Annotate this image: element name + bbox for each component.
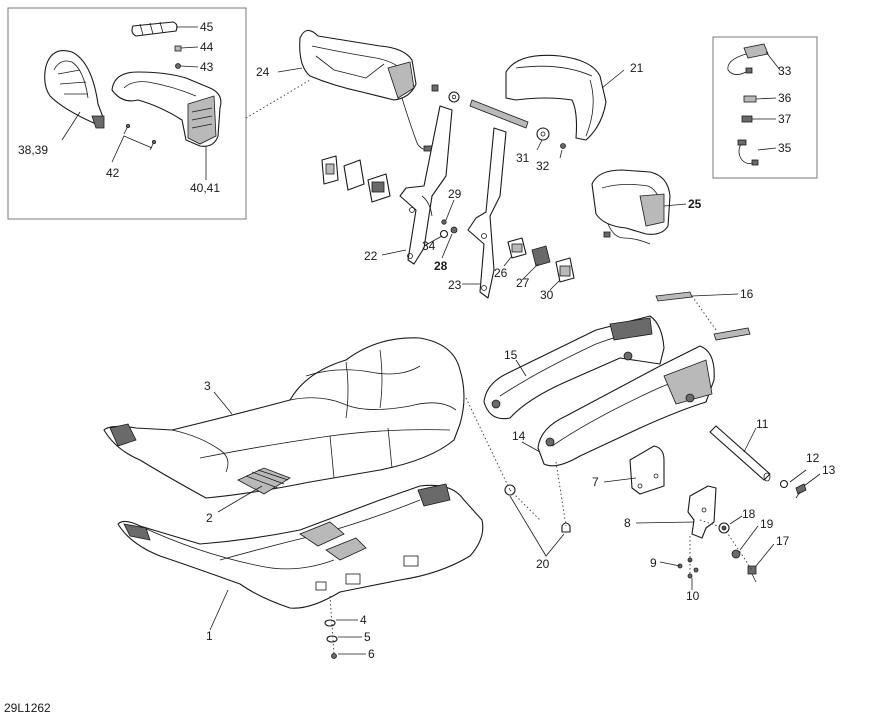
callout-20: 20 — [536, 557, 550, 571]
part-30-switch[interactable] — [555, 257, 575, 283]
callout-24: 24 — [256, 65, 270, 79]
callout-9: 9 — [650, 556, 657, 570]
part-28-nut[interactable] — [450, 226, 458, 234]
part-23-bracket[interactable] — [467, 127, 507, 299]
part-22-bracket[interactable] — [399, 105, 453, 265]
callout-34: 34 — [422, 239, 436, 253]
callout-29: 29 — [448, 187, 462, 201]
part-26-switch[interactable] — [507, 237, 527, 259]
callout-26: 26 — [494, 266, 508, 280]
wiring-inset-frame — [712, 36, 818, 179]
callout-43: 43 — [200, 60, 214, 74]
part-12-washer[interactable] — [779, 479, 789, 489]
part-37-connector[interactable] — [741, 115, 753, 123]
callout-19: 19 — [760, 517, 774, 531]
diagram-code: 29L1262 — [4, 701, 51, 715]
callout-42: 42 — [106, 166, 120, 180]
switch-group-left[interactable] — [321, 155, 391, 203]
part-8-bracket[interactable] — [687, 485, 717, 539]
callout-38-39: 38,39 — [18, 143, 48, 157]
part-43-screw[interactable] — [175, 63, 181, 69]
part-45-grip[interactable] — [131, 21, 178, 37]
part-21-backrest[interactable] — [505, 54, 607, 141]
callout-23: 23 — [448, 278, 462, 292]
callout-25: 25 — [688, 197, 702, 211]
part-17-bolt[interactable] — [747, 565, 757, 583]
part-31-washer[interactable] — [536, 127, 550, 141]
callout-31: 31 — [516, 151, 530, 165]
part-2-heat-pad[interactable] — [237, 467, 291, 495]
part-15-side-panel[interactable] — [483, 315, 665, 420]
callout-36: 36 — [778, 91, 792, 105]
callout-3: 3 — [204, 379, 211, 393]
part-9-screws[interactable] — [677, 557, 693, 569]
callout-14: 14 — [512, 429, 526, 443]
part-20-grommets[interactable] — [504, 484, 571, 533]
callout-21: 21 — [630, 61, 644, 75]
part-1-seat-base[interactable] — [117, 483, 484, 609]
callout-17: 17 — [776, 534, 790, 548]
bolt-near-24[interactable] — [431, 84, 439, 92]
part-16-trim[interactable] — [655, 291, 751, 341]
part-32-bolt[interactable] — [560, 143, 566, 149]
callout-22: 22 — [364, 249, 378, 263]
part-38-39-cover[interactable] — [44, 50, 105, 129]
callout-33: 33 — [778, 64, 792, 78]
part-33-harness[interactable] — [727, 43, 769, 75]
part-5-washer[interactable] — [326, 635, 338, 643]
callout-2: 2 — [206, 511, 213, 525]
callout-37: 37 — [778, 112, 792, 126]
callout-32: 32 — [536, 159, 550, 173]
part-29-screw[interactable] — [441, 219, 447, 225]
part-44-clip[interactable] — [174, 45, 182, 52]
callout-labels: 45 44 43 38,39 42 40,41 24 21 33 36 37 3… — [18, 20, 836, 661]
callout-11: 11 — [756, 417, 769, 431]
callout-35: 35 — [778, 141, 792, 155]
callout-45: 45 — [200, 20, 214, 34]
callout-1: 1 — [206, 629, 213, 643]
callout-15: 15 — [504, 348, 518, 362]
callout-8: 8 — [624, 516, 631, 530]
callout-27: 27 — [516, 276, 530, 290]
callout-10: 10 — [686, 589, 700, 603]
callout-7: 7 — [592, 475, 599, 489]
part-3-seat[interactable] — [103, 337, 465, 499]
part-25-controller[interactable] — [591, 169, 671, 245]
callout-16: 16 — [740, 287, 754, 301]
part-7-plate[interactable] — [629, 445, 665, 495]
part-19-nut[interactable] — [731, 549, 741, 559]
part-35-harness[interactable] — [737, 139, 759, 166]
part-4-washer[interactable] — [324, 619, 336, 627]
part-36-connector[interactable] — [743, 95, 757, 103]
callout-6: 6 — [368, 647, 375, 661]
part-24-handle-assembly[interactable] — [299, 29, 433, 152]
strap-bar[interactable] — [469, 99, 529, 129]
part-10-screws[interactable] — [687, 567, 699, 579]
part-42-screws[interactable] — [123, 124, 156, 151]
part-11-rod[interactable] — [709, 425, 771, 482]
callout-12: 12 — [806, 451, 820, 465]
callout-13: 13 — [822, 463, 836, 477]
part-6-nut[interactable] — [331, 653, 337, 659]
callout-5: 5 — [364, 630, 371, 644]
part-40-41-handle[interactable] — [111, 71, 222, 147]
callout-28: 28 — [434, 259, 448, 273]
leader-lines — [61, 26, 821, 655]
part-13-bolt[interactable] — [795, 483, 807, 499]
part-27-switch[interactable] — [531, 245, 551, 267]
part-34-washer[interactable] — [439, 229, 449, 239]
washer-near-24[interactable] — [448, 91, 460, 103]
callout-44: 44 — [200, 40, 214, 54]
inset-frame — [7, 7, 247, 220]
callout-4: 4 — [360, 613, 367, 627]
assembly-lines — [245, 79, 753, 655]
callout-40-41: 40,41 — [190, 181, 220, 195]
part-14-side-panel[interactable] — [537, 345, 715, 467]
callout-18: 18 — [742, 507, 756, 521]
callout-30: 30 — [540, 288, 554, 302]
